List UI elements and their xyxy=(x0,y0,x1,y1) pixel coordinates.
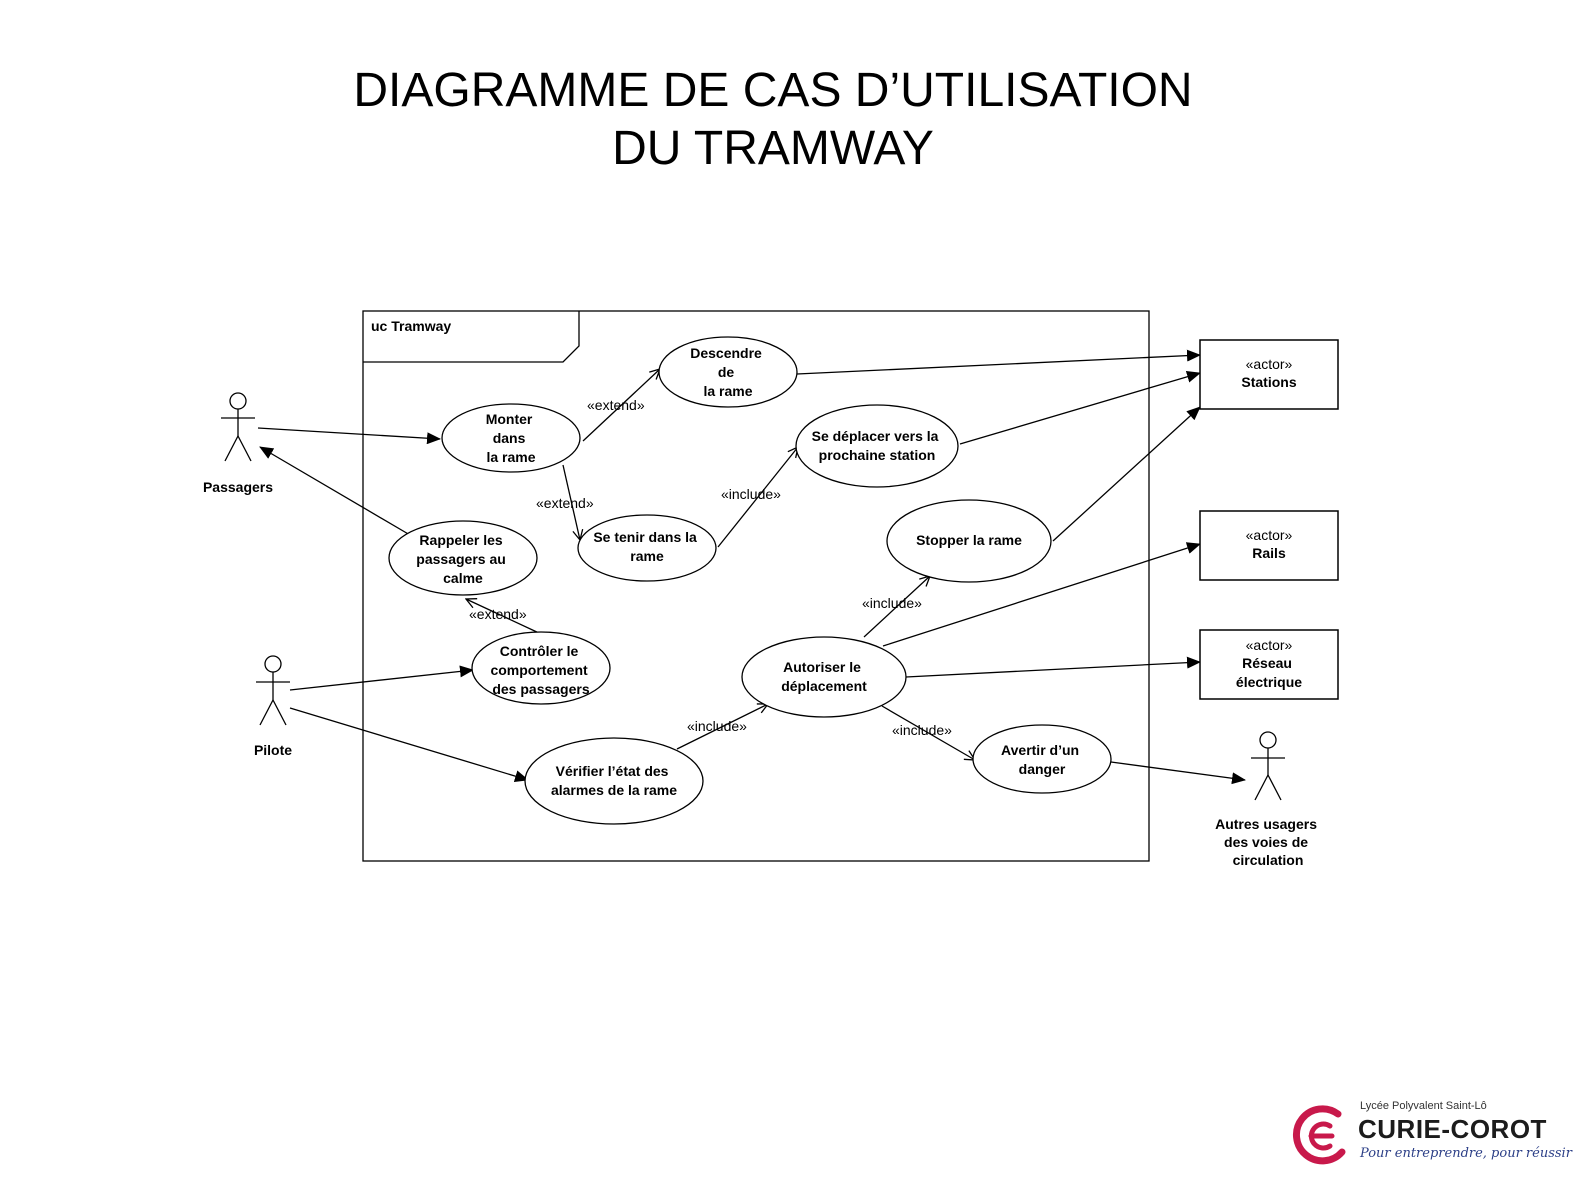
assoc-deplacer-stations xyxy=(959,370,1201,445)
usecase-stopper-text: Stopper la rame xyxy=(916,532,1022,548)
usecase-tenir-ellipse xyxy=(577,514,717,582)
label-include-2: «include» xyxy=(862,595,922,611)
actor-passagers-label: Passagers xyxy=(203,479,273,495)
label-extend-3: «extend» xyxy=(469,606,527,622)
extend-controler-rappeler xyxy=(466,599,540,634)
actor-pilote-figure xyxy=(256,655,290,726)
page-title: DIAGRAMME DE CAS D’UTILISATION DU TRAMWA… xyxy=(0,62,1546,178)
logo-tagline: Pour entreprendre, pour réussir xyxy=(1360,1146,1572,1161)
assoc-stopper-stations xyxy=(1052,406,1201,542)
title-line-1: DIAGRAMME DE CAS D’UTILISATION xyxy=(353,64,1193,117)
usecase-descendre-ellipse xyxy=(658,336,798,408)
assoc-autoriser-reseau xyxy=(905,656,1201,678)
school-logo: Lycée Polyvalent Saint-Lô CURIE-COROT Po… xyxy=(1290,1100,1576,1175)
actor-box-reseau xyxy=(1199,629,1339,700)
usecase-verifier-ellipse xyxy=(524,737,704,825)
label-extend-2: «extend» xyxy=(536,495,594,511)
system-boundary xyxy=(362,310,1150,862)
usecase-autoriser-ellipse xyxy=(741,636,907,718)
usecase-avertir-ellipse xyxy=(972,724,1112,794)
assoc-rappeler-passagers xyxy=(259,446,411,536)
actor-box-stations xyxy=(1199,339,1339,410)
usecase-deplacer-ellipse xyxy=(795,404,959,488)
usecase-tenir-text: Se tenir dans la rame xyxy=(593,529,700,564)
logo-school-type: Lycée Polyvalent Saint-Lô xyxy=(1360,1100,1487,1112)
include-tenir-deplacer xyxy=(717,447,798,548)
extend-tenir-monter xyxy=(562,464,580,540)
usecase-avertir-text: Avertir d’un danger xyxy=(1001,742,1083,777)
usecase-monter-text: Monter dans la rame xyxy=(486,411,537,465)
usecase-autoriser-text: Autoriser le déplacement xyxy=(781,659,867,694)
include-autoriser-avertir xyxy=(881,705,975,760)
actor-reseau-stereotype: «actor» xyxy=(1246,637,1293,653)
actor-rails-name: Rails xyxy=(1252,545,1286,561)
label-include-3: «include» xyxy=(687,718,747,734)
usecase-monter-ellipse xyxy=(441,403,581,473)
logo-name: CURIE-COROT xyxy=(1358,1114,1547,1144)
usecase-rappeler-ellipse xyxy=(388,520,538,596)
frame-label: uc Tramway xyxy=(371,318,451,334)
include-autoriser-stopper xyxy=(863,576,930,638)
curie-corot-logo-icon xyxy=(1292,1105,1346,1165)
title-line-2: DU TRAMWAY xyxy=(612,122,934,175)
actor-reseau-name: Réseau électrique xyxy=(1236,655,1302,690)
usecase-verifier-text: Vérifier l’état des alarmes de la rame xyxy=(551,763,677,798)
assoc-pilote-verifier xyxy=(289,707,529,782)
assoc-pilote-controler xyxy=(289,665,474,691)
extend-descendre-monter xyxy=(582,369,660,442)
actor-stations-name: Stations xyxy=(1241,374,1296,390)
actor-autres-figure xyxy=(1251,731,1285,801)
actor-box-rails xyxy=(1199,510,1339,581)
actor-rails-stereotype: «actor» xyxy=(1246,527,1293,543)
label-include-1: «include» xyxy=(721,486,781,502)
label-include-4: «include» xyxy=(892,722,952,738)
usecase-controler-ellipse xyxy=(471,631,611,705)
relations xyxy=(257,349,1246,785)
assoc-passagers-monter xyxy=(257,427,441,445)
usecase-controler-text: Contrôler le comportement des passagers xyxy=(490,643,591,697)
actor-autres-label: Autres usagers des voies de circulation xyxy=(1215,816,1321,868)
usecase-descendre-text: Descendre de la rame xyxy=(690,345,765,399)
usecase-rappeler-text: Rappeler les passagers au calme xyxy=(416,532,509,586)
frame-tab xyxy=(363,311,580,363)
assoc-avertir-autres xyxy=(1110,761,1246,785)
actor-pilote-label: Pilote xyxy=(254,742,292,758)
assoc-autoriser-rails xyxy=(882,542,1201,647)
actor-passagers-figure xyxy=(221,392,255,462)
label-extend-1: «extend» xyxy=(587,397,645,413)
actor-stations-stereotype: «actor» xyxy=(1246,356,1293,372)
include-verifier-autoriser xyxy=(676,704,768,750)
usecase-deplacer-text: Se déplacer vers la prochaine station xyxy=(812,428,943,463)
usecase-stopper-ellipse xyxy=(886,499,1052,583)
assoc-descendre-stations xyxy=(796,349,1201,375)
